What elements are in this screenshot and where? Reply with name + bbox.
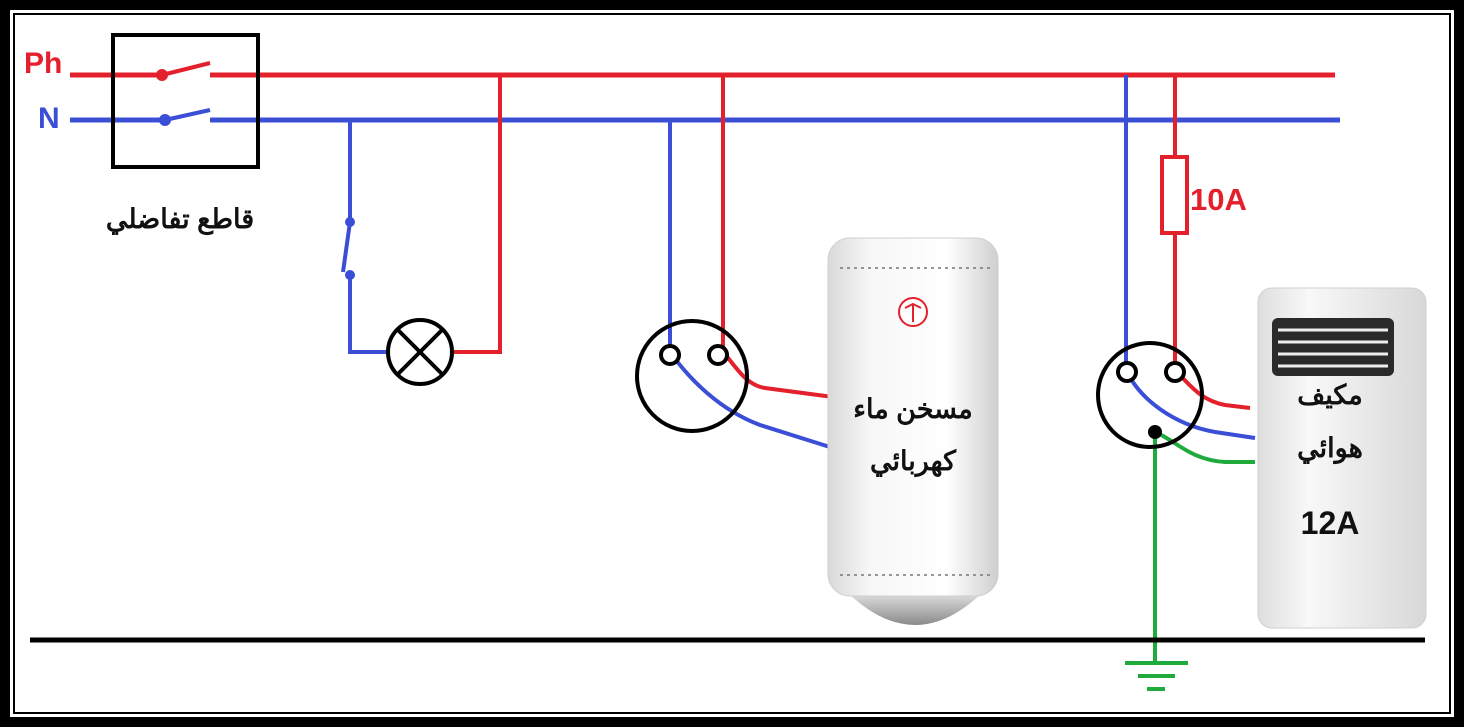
breaker-label: قاطع تفاضلي: [106, 204, 254, 236]
earth-ground-icon: [1125, 661, 1188, 691]
ac-socket: [1096, 341, 1204, 449]
air-conditioner: مكيف هوائي 12A: [1257, 287, 1427, 629]
water-heater: مسخن ماء كهربائي: [827, 237, 999, 625]
inner-frame: [13, 13, 1451, 714]
fuse-rating: 10A: [1190, 182, 1247, 217]
lamp-icon: [386, 318, 454, 386]
neutral-label: N: [38, 102, 60, 135]
fuse: 10A: [1160, 155, 1247, 235]
thermometer-icon: [898, 297, 928, 327]
differential-breaker: قاطع تفاضلي: [106, 33, 260, 236]
lamp-switch: [341, 221, 352, 273]
lamp-circuit: [341, 75, 502, 354]
heater-label-line1: مسخن ماء: [853, 394, 972, 426]
ac-circuit: [1124, 75, 1256, 663]
heater-socket-wiring: [668, 75, 834, 450]
breaker-phase-contact: [156, 61, 211, 81]
ac-label-line1: مكيف: [1297, 380, 1362, 410]
ac-label-line2: هوائي: [1297, 433, 1363, 465]
breaker-neutral-contact: [159, 108, 211, 126]
heater-label-line2: كهربائي: [870, 446, 957, 478]
phase-label: Ph: [24, 47, 62, 80]
ac-vent: [1272, 318, 1394, 376]
ac-current: 12A: [1301, 505, 1360, 541]
heater-socket: [635, 319, 749, 433]
